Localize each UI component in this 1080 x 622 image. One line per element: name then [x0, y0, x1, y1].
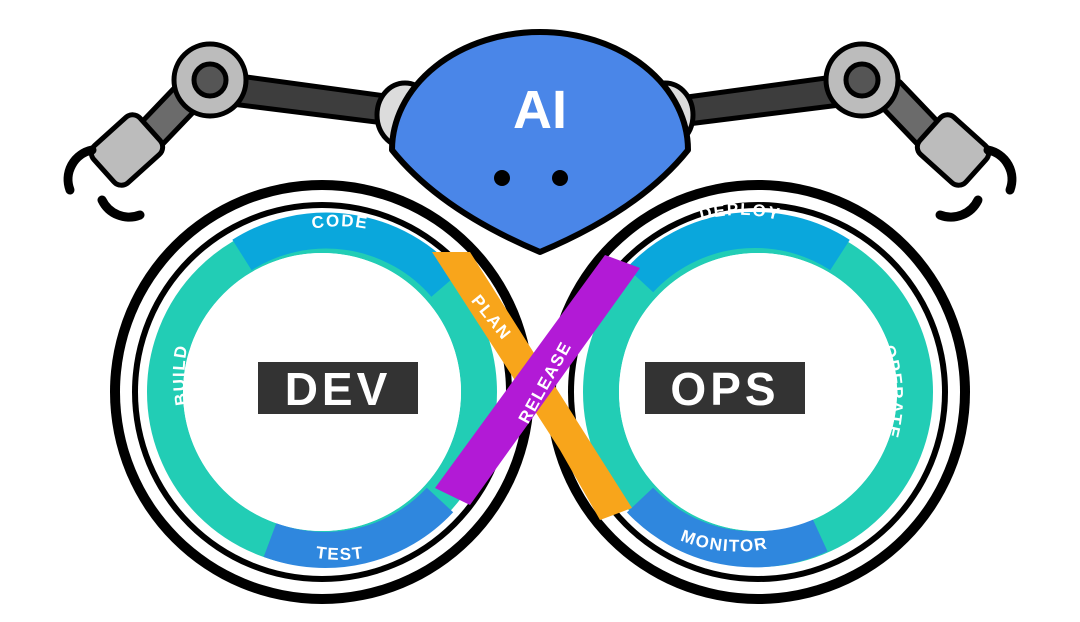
deploy-segment	[626, 212, 850, 293]
crossing-bands	[432, 252, 640, 520]
dev-title-box: DEV	[258, 362, 418, 415]
robot-head: AI	[389, 29, 691, 255]
monitor-segment	[626, 487, 828, 568]
code-label: CODE	[310, 211, 369, 233]
ops-title: OPS	[670, 363, 779, 415]
robot-left-eye	[494, 170, 510, 186]
build-label: BUILD	[169, 343, 191, 407]
right-claw-bottom-icon	[935, 195, 983, 222]
right-robot-arm	[634, 41, 1017, 222]
test-label: TEST	[315, 543, 365, 564]
code-segment	[232, 212, 459, 298]
dev-ring	[147, 212, 497, 568]
left-robot-arm	[63, 41, 436, 222]
left-claw-top-icon	[63, 145, 97, 195]
dev-title: DEV	[285, 363, 392, 415]
left-claw-bottom-icon	[97, 195, 145, 222]
right-claw-top-icon	[983, 145, 1017, 195]
ai-badge: AI	[513, 80, 567, 140]
robot-right-eye	[552, 170, 568, 186]
release-band	[435, 255, 640, 505]
ops-title-box: OPS	[645, 362, 805, 415]
test-segment	[263, 487, 454, 568]
